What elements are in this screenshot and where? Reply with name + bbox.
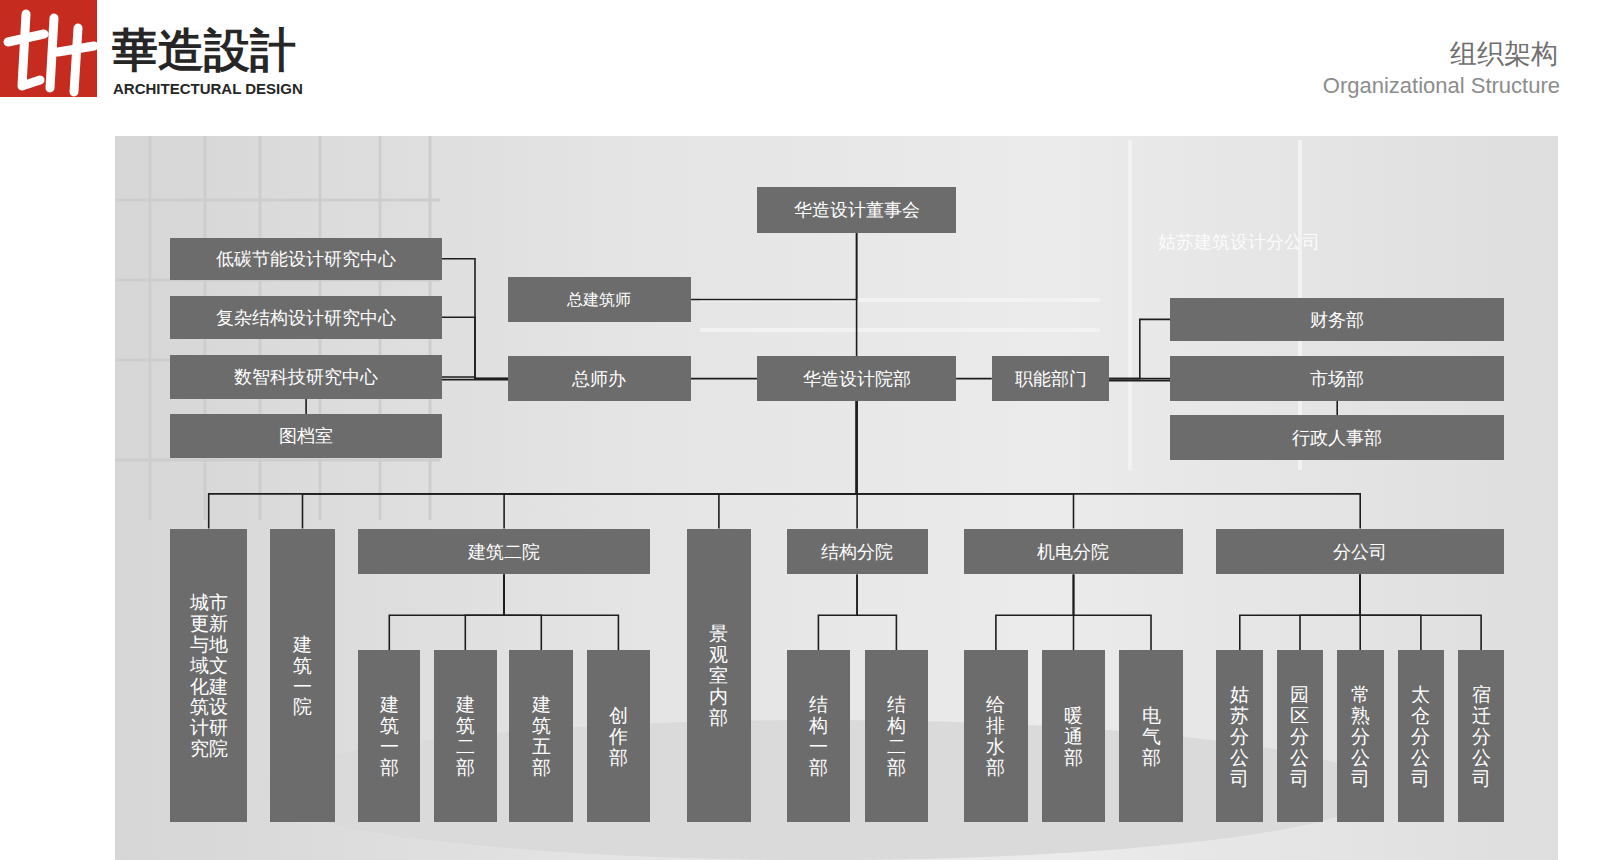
- box-label: 城市更新与地域文化建筑设计研究院: [190, 592, 228, 759]
- org-column-box: 创作部: [587, 650, 650, 822]
- box-label: 宿迁分公司: [1472, 684, 1491, 788]
- box-label: 电气部: [1142, 705, 1161, 768]
- org-column-box: 景观室内部: [687, 529, 751, 823]
- box-label: 太仓分公司: [1411, 684, 1430, 788]
- box-label: 给排水部: [986, 694, 1005, 778]
- connector-line: [691, 378, 757, 380]
- box-label: 数智科技研究中心: [234, 366, 378, 388]
- connector-line: [996, 575, 1074, 651]
- org-box: 职能部门: [992, 356, 1109, 401]
- box-label: 建筑二部: [456, 694, 475, 778]
- org-box: 市场部: [1170, 356, 1504, 401]
- org-box: 华造设计院部: [757, 356, 956, 401]
- connector-line: [442, 317, 508, 378]
- org-column-box: 姑苏分公司: [1216, 650, 1263, 822]
- org-column-box: 结构二部: [865, 650, 927, 822]
- org-column-box: 宿迁分公司: [1458, 650, 1504, 822]
- box-label: 创作部: [609, 705, 628, 768]
- connector-line: [857, 575, 896, 651]
- box-label: 市场部: [1310, 368, 1364, 390]
- connector-line: [818, 575, 857, 651]
- watermark: 姑苏建筑设计分公司: [1158, 230, 1320, 254]
- org-column-box: 园区分公司: [1277, 650, 1324, 822]
- logo-subtitle: ARCHITECTURAL DESIGN: [113, 80, 303, 97]
- page-subtitle: Organizational Structure: [1323, 73, 1560, 99]
- box-label: 园区分公司: [1290, 684, 1309, 788]
- box-label: 总师办: [572, 368, 626, 390]
- org-box: 图档室: [170, 414, 441, 458]
- connector-line: [956, 378, 992, 380]
- org-box: 数智科技研究中心: [170, 355, 441, 399]
- box-label: 低碳节能设计研究中心: [216, 248, 396, 270]
- page-title: 组织架构: [1450, 36, 1558, 72]
- box-label: 财务部: [1310, 309, 1364, 331]
- org-column-box: 建筑一部: [358, 650, 420, 822]
- box-label: 建筑二院: [468, 541, 540, 563]
- box-label: 姑苏分公司: [1230, 684, 1249, 788]
- connector-line: [442, 259, 508, 379]
- connector-line: [719, 401, 857, 529]
- org-column-box: 电气部: [1119, 650, 1182, 822]
- org-column-box: 城市更新与地域文化建筑设计研究院: [170, 529, 247, 823]
- org-column-box: 建筑一院: [270, 529, 334, 823]
- org-box: 机电分院: [964, 529, 1182, 575]
- connector-line: [857, 401, 1074, 529]
- box-label: 建筑一院: [293, 634, 312, 718]
- org-column-box: 常熟分公司: [1337, 650, 1384, 822]
- org-box: 分公司: [1216, 529, 1504, 575]
- org-column-box: 结构一部: [787, 650, 850, 822]
- box-label: 总建筑师: [567, 290, 631, 309]
- org-box: 财务部: [1170, 298, 1504, 341]
- box-label: 建筑一部: [380, 694, 399, 778]
- box-label: 常熟分公司: [1351, 684, 1370, 788]
- org-column-box: 建筑五部: [509, 650, 573, 822]
- box-label: 职能部门: [1015, 368, 1087, 390]
- connector-line: [504, 575, 541, 651]
- box-label: 华造设计董事会: [794, 199, 920, 221]
- connector-line: [1109, 378, 1170, 380]
- org-box: 低碳节能设计研究中心: [170, 238, 441, 280]
- org-box: 建筑二院: [358, 529, 650, 575]
- logo-wordmark: 華造設計: [112, 20, 296, 82]
- connector-line: [691, 233, 857, 300]
- connector-line: [504, 401, 856, 529]
- box-label: 机电分院: [1037, 541, 1109, 563]
- connector-line: [389, 575, 504, 651]
- org-box: 总建筑师: [508, 277, 691, 323]
- box-label: 复杂结构设计研究中心: [216, 307, 396, 329]
- box-label: 结构分院: [821, 541, 893, 563]
- connector-line: [465, 575, 504, 651]
- connector-line: [1360, 575, 1481, 651]
- connector-line: [1240, 575, 1360, 651]
- box-label: 建筑五部: [532, 694, 551, 778]
- box-label: 华造设计院部: [803, 368, 911, 390]
- photo-panel: [115, 136, 1558, 860]
- box-label: 结构一部: [809, 694, 828, 778]
- box-label: 行政人事部: [1292, 427, 1382, 449]
- org-column-box: 暖通部: [1042, 650, 1105, 822]
- box-label: 景观室内部: [709, 623, 728, 727]
- org-column-box: 建筑二部: [434, 650, 497, 822]
- connector-line: [1074, 575, 1152, 651]
- logo-square: [0, 0, 97, 97]
- org-box: 复杂结构设计研究中心: [170, 296, 441, 339]
- org-box: 总师办: [508, 356, 691, 401]
- box-label: 图档室: [279, 425, 333, 447]
- connector-line: [1300, 575, 1360, 651]
- org-box: 结构分院: [787, 529, 928, 575]
- org-column-box: 给排水部: [964, 650, 1027, 822]
- connector-line: [442, 377, 508, 379]
- logo-mark: [8, 14, 94, 92]
- org-box: 行政人事部: [1170, 415, 1504, 460]
- connector-line: [504, 575, 618, 651]
- connector-line: [1360, 575, 1421, 651]
- box-label: 结构二部: [887, 694, 906, 778]
- box-label: 暖通部: [1064, 705, 1083, 768]
- org-column-box: 太仓分公司: [1398, 650, 1444, 822]
- connector-line: [1109, 319, 1170, 378]
- org-box: 华造设计董事会: [757, 187, 956, 233]
- box-label: 分公司: [1333, 541, 1387, 563]
